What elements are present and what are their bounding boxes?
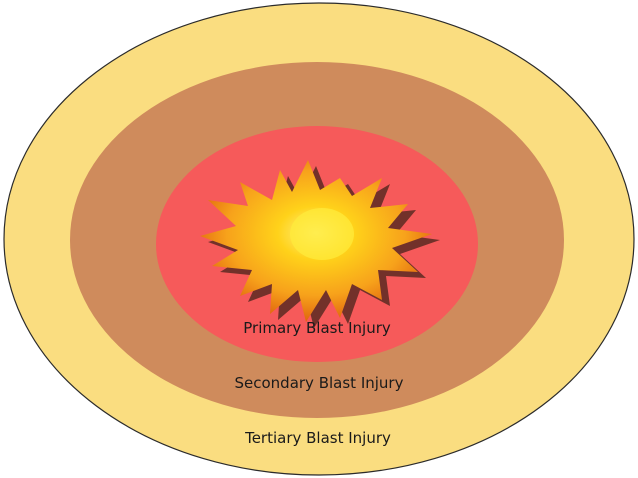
tertiary-zone-label: Tertiary Blast Injury bbox=[244, 429, 391, 447]
explosion-icon bbox=[200, 160, 440, 328]
primary-zone-label: Primary Blast Injury bbox=[243, 319, 391, 337]
secondary-zone-label: Secondary Blast Injury bbox=[235, 374, 404, 392]
explosion-core bbox=[290, 208, 354, 260]
